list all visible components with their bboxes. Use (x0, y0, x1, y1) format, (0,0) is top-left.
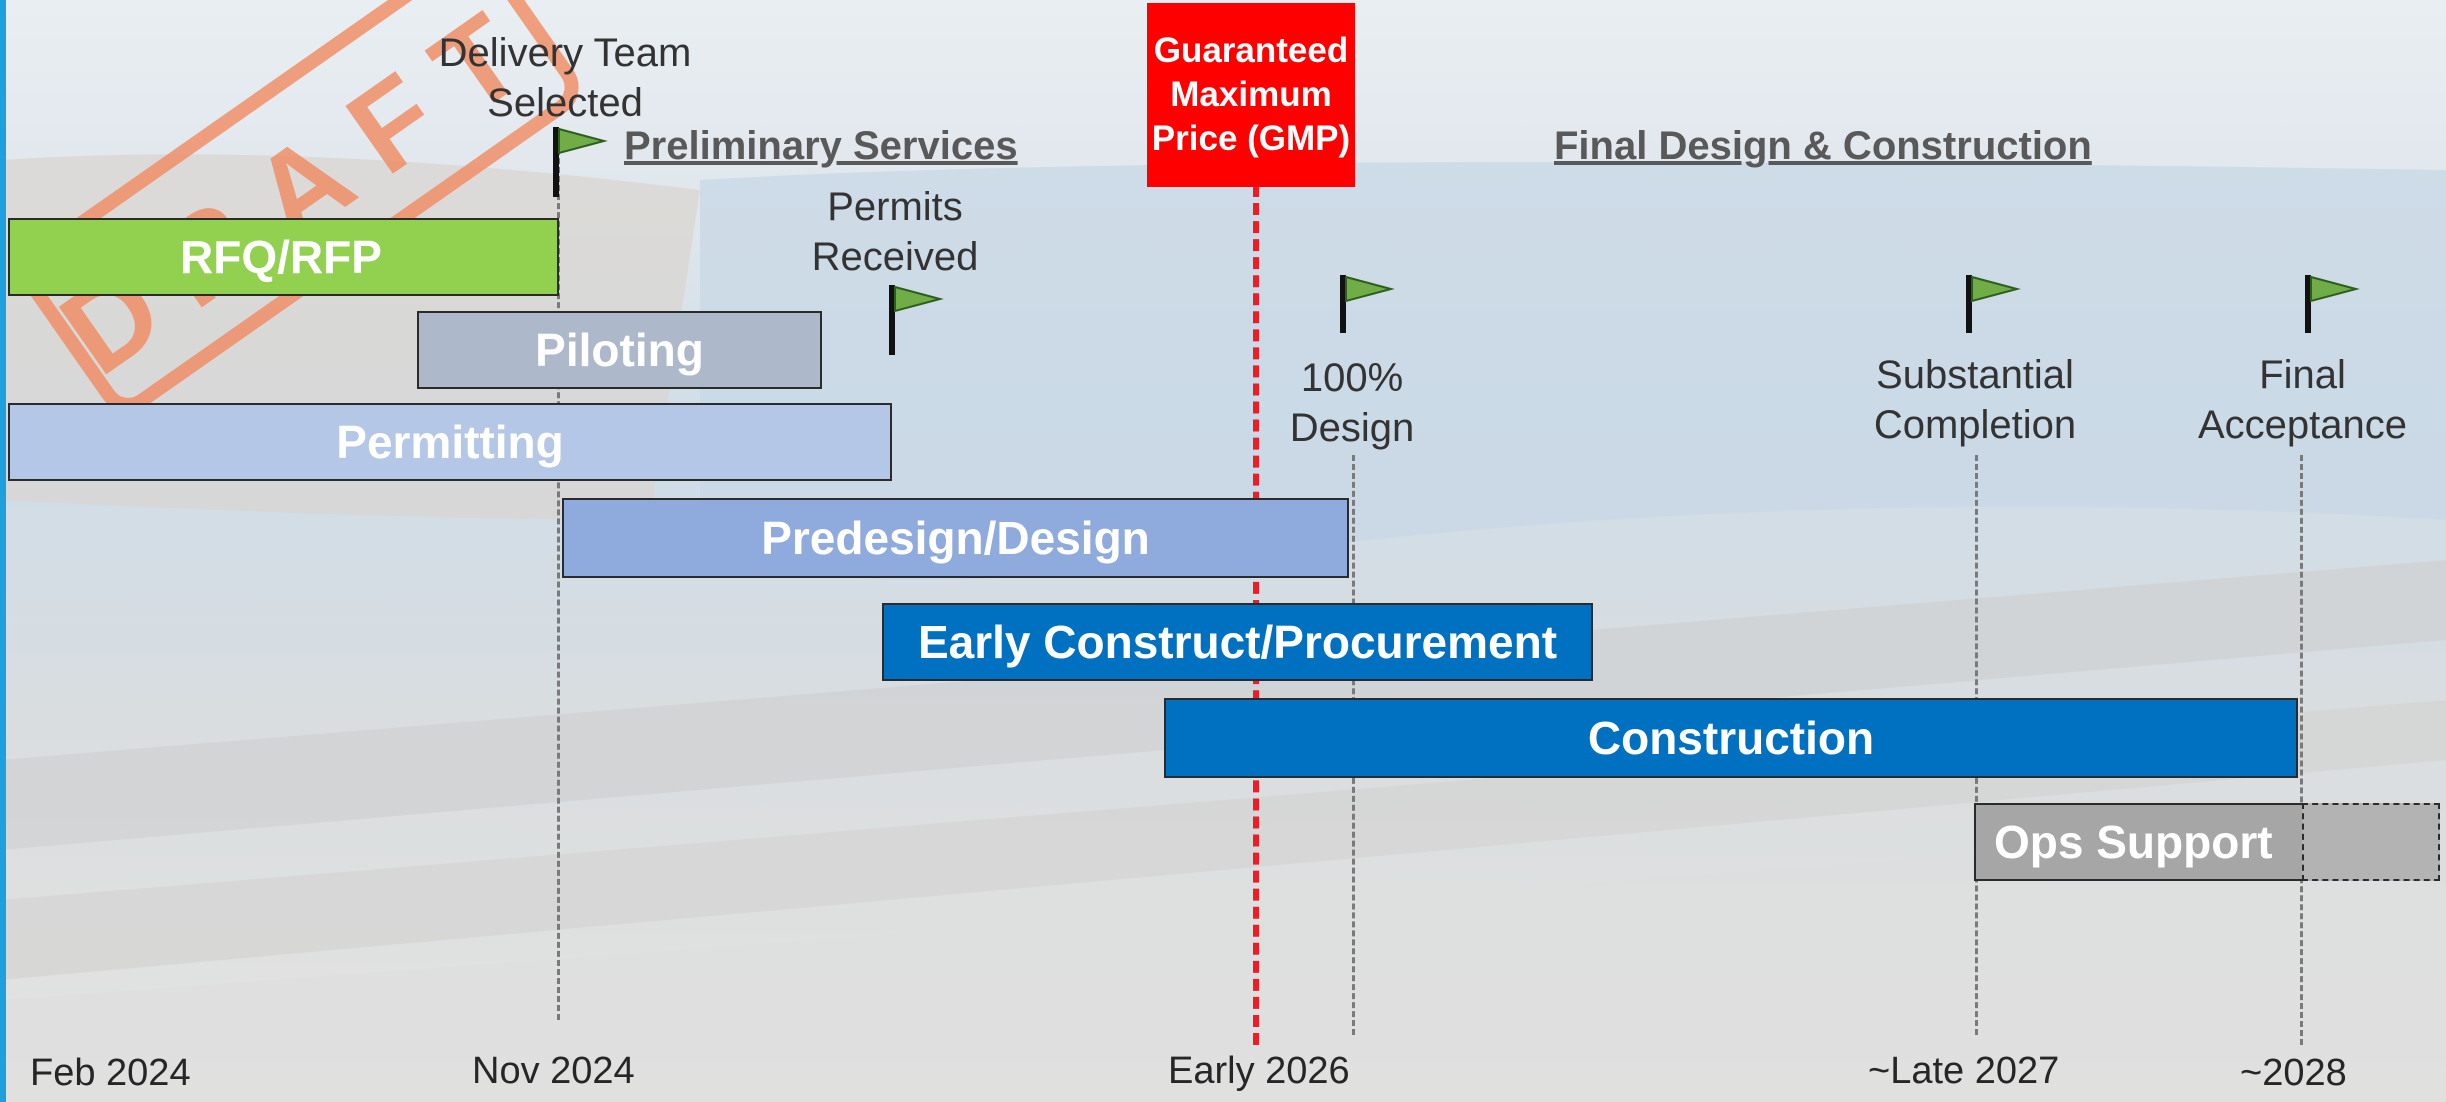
bar-predesign-design: Predesign/Design (562, 498, 1349, 578)
bar-ops-support-extension (2302, 803, 2440, 881)
date-label: ~2028 (2240, 1052, 2347, 1094)
milestone-line-final (2300, 455, 2303, 1045)
date-label: Nov 2024 (472, 1050, 635, 1092)
gmp-line1: Guaranteed (1153, 31, 1349, 70)
gmp-line3: Price (GMP) (1151, 119, 1351, 158)
date-label: Feb 2024 (30, 1052, 191, 1094)
date-label: Early 2026 (1168, 1050, 1350, 1092)
flag-icon (1966, 275, 2021, 333)
milestone-permits-label: Permits Received (811, 185, 979, 279)
flag-icon (1340, 275, 1395, 333)
bar-early-construct-procurement: Early Construct/Procurement (882, 603, 1593, 681)
milestone-delivery-team-label: Delivery Team Selected (438, 31, 692, 125)
bar-ops-support: Ops Support (1974, 803, 2304, 881)
gmp-line2: Maximum (1170, 75, 1332, 114)
date-label: ~Late 2027 (1868, 1050, 2060, 1092)
milestone-line-nov2024 (557, 140, 560, 1020)
bar-piloting: Piloting (417, 311, 822, 389)
section-preliminary-services: Preliminary Services (624, 124, 1018, 168)
flag-icon (2305, 275, 2360, 333)
flag-icon (553, 127, 608, 197)
bar-rfq-rfp: RFQ/RFP (8, 218, 559, 296)
section-final-design-construction: Final Design & Construction (1554, 124, 2092, 168)
milestone-final-acceptance-label: Final Acceptance (2197, 353, 2408, 447)
flag-icon (889, 285, 944, 355)
gmp-callout: Guaranteed Maximum Price (GMP) (1147, 3, 1355, 187)
bar-construction: Construction (1164, 698, 2298, 778)
milestone-substantial-label: Substantial Completion (1873, 353, 2077, 447)
slide-left-edge (0, 0, 6, 1102)
bar-permitting: Permitting (8, 403, 892, 481)
milestone-100-design-label: 100% Design (1289, 356, 1415, 450)
